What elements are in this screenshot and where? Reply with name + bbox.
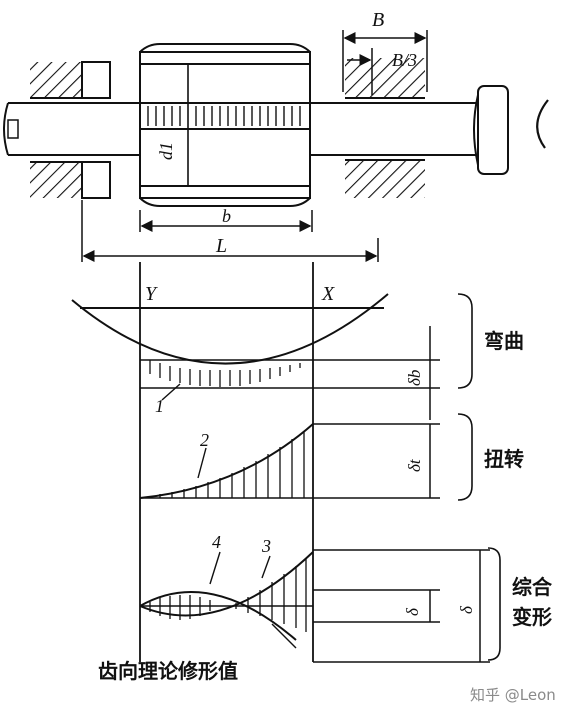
label-bending: 弯曲 xyxy=(484,329,524,353)
gear-body xyxy=(139,51,311,199)
label-L: L xyxy=(215,235,227,257)
label-X: X xyxy=(321,283,335,305)
label-d1: d1 xyxy=(156,142,176,160)
curve-1 xyxy=(71,293,389,365)
label-B3: B/3 xyxy=(392,50,417,70)
label-curve-1: 1 xyxy=(155,396,164,416)
group-labels: 弯曲 扭转 综合 变形 齿向理论修形值 知乎 @Leon xyxy=(98,329,556,704)
label-B: B xyxy=(372,9,384,31)
bending-deflection xyxy=(71,293,473,420)
label-Y: Y xyxy=(145,283,158,305)
curve-4 xyxy=(139,590,297,641)
rotation-arrow xyxy=(536,99,549,149)
gear-teeth-hatch xyxy=(147,106,301,126)
dimension-labels: B B/3 d1 b L Y X xyxy=(145,9,417,305)
label-delta-combined: δ xyxy=(457,605,476,614)
right-housing-top xyxy=(345,58,425,98)
label-b: b xyxy=(222,206,231,226)
label-curve-4: 4 xyxy=(212,532,221,552)
coupling-disc xyxy=(477,85,509,175)
watermark: 知乎 @Leon xyxy=(470,686,556,704)
label-curve-2: 2 xyxy=(200,430,209,450)
label-delta-t: δt xyxy=(405,458,424,472)
caption: 齿向理论修形值 xyxy=(98,659,238,683)
dimension-lines xyxy=(81,30,428,262)
right-housing-bottom xyxy=(345,160,425,198)
label-combined-1: 综合 xyxy=(512,575,553,599)
combined-deformation xyxy=(139,547,501,663)
label-delta-lower: δ xyxy=(403,607,422,616)
label-curve-3: 3 xyxy=(261,536,271,556)
curve-labels: 1 2 3 4 δb δt δ δ xyxy=(155,370,476,616)
label-torsion: 扭转 xyxy=(484,447,524,471)
label-combined-2: 变形 xyxy=(512,605,552,629)
curve-2 xyxy=(139,423,314,499)
label-delta-b: δb xyxy=(405,370,424,386)
shaft-assembly xyxy=(3,43,549,207)
torsion-deflection xyxy=(139,413,473,501)
